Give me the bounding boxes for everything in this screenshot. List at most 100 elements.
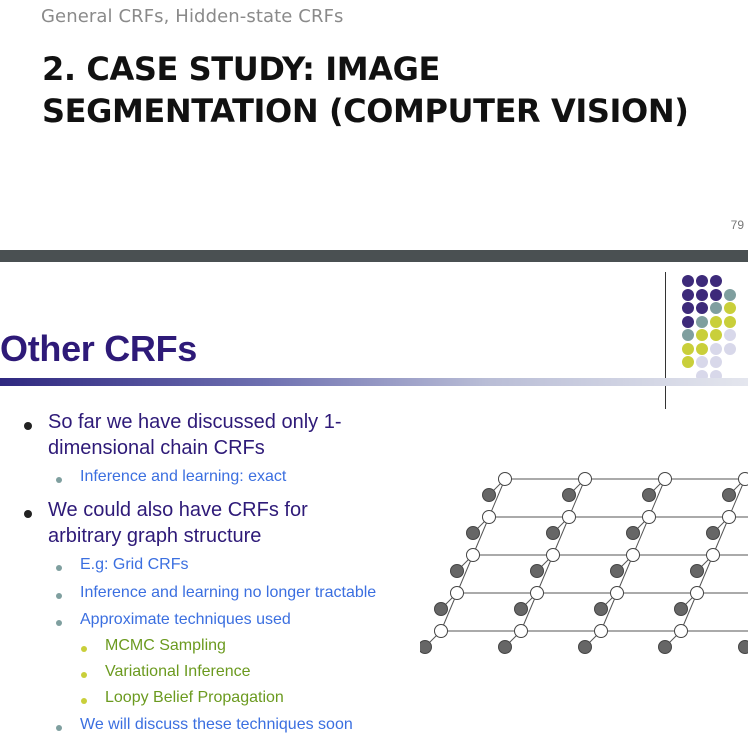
decorative-dot: [710, 342, 722, 355]
hidden-node: [450, 564, 464, 578]
title-line-2: SEGMENTATION (COMPUTER VISION): [42, 92, 689, 130]
observed-node: [674, 624, 688, 638]
bullet-marker: [56, 565, 62, 571]
title-line-1: 2. CASE STUDY: IMAGE: [42, 50, 440, 88]
observed-node: [498, 472, 512, 486]
observed-node: [738, 472, 748, 486]
slide-title: Other CRFs: [0, 328, 198, 369]
bullet-text: Inference and learning no longer tractab…: [80, 584, 377, 601]
decorative-dot: [710, 275, 722, 287]
decorative-dot: [696, 315, 708, 328]
vertical-rule: [665, 272, 666, 409]
hidden-node: [642, 488, 656, 502]
observed-node: [530, 586, 544, 600]
bullet-marker: [24, 510, 32, 518]
hidden-node: [706, 526, 720, 540]
bullet-text: We will discuss these techniques soon: [80, 716, 353, 733]
decorative-dot: [710, 315, 722, 328]
observed-node: [626, 548, 640, 562]
decorative-dot: [724, 288, 736, 301]
observed-node: [722, 510, 736, 524]
bullet-text: Approximate techniques used: [80, 611, 291, 628]
bullet-text: We could also have CRFs for: [48, 499, 308, 521]
hidden-node: [578, 640, 592, 654]
hidden-node: [546, 526, 560, 540]
hidden-node: [562, 488, 576, 502]
decorative-dot: [724, 329, 736, 341]
hidden-node: [514, 602, 528, 616]
decorative-dot: [696, 329, 708, 341]
decorative-dot: [682, 342, 694, 355]
bullet-marker: [56, 593, 62, 599]
slide-separator: [0, 250, 748, 262]
hidden-node: [738, 640, 748, 654]
bullet-text: arbitrary graph structure: [48, 525, 262, 547]
top-slide: General CRFs, Hidden-state CRFs 2. CASE …: [0, 0, 748, 250]
grid-crf-diagram: [420, 472, 748, 654]
observed-node: [706, 548, 720, 562]
observed-node: [658, 472, 672, 486]
hidden-node: [610, 564, 624, 578]
decorative-dot: [682, 302, 694, 314]
hidden-node: [722, 488, 736, 502]
title-underline: [0, 378, 748, 386]
decorative-dot: [724, 342, 736, 355]
hidden-node: [674, 602, 688, 616]
bullet-marker: [56, 725, 62, 731]
hidden-node: [530, 564, 544, 578]
observed-node: [610, 586, 624, 600]
observed-node: [578, 472, 592, 486]
observed-node: [482, 510, 496, 524]
bullet-marker: [81, 646, 87, 652]
observed-node: [450, 586, 464, 600]
observed-node: [434, 624, 448, 638]
breadcrumb: General CRFs, Hidden-state CRFs: [41, 6, 344, 27]
hidden-node: [690, 564, 704, 578]
decorative-dot: [710, 288, 722, 301]
hidden-node: [482, 488, 496, 502]
bullet-marker: [56, 620, 62, 626]
hidden-node: [420, 640, 432, 654]
decorative-dot: [696, 342, 708, 355]
hidden-node: [658, 640, 672, 654]
bullet-text: MCMC Sampling: [105, 637, 226, 654]
bullet-text: Variational Inference: [105, 663, 251, 680]
bullet-marker: [81, 698, 87, 704]
bullet-marker: [81, 672, 87, 678]
hidden-node: [434, 602, 448, 616]
decorative-dot: [682, 315, 694, 328]
decorative-dot: [710, 356, 722, 368]
decorative-dot: [682, 275, 694, 287]
decorative-dot: [696, 302, 708, 314]
bottom-slide: Other CRFs So far we have discussed only…: [0, 262, 748, 753]
hidden-node: [466, 526, 480, 540]
decorative-dot: [682, 356, 694, 368]
bullet-text: E.g: Grid CRFs: [80, 556, 189, 573]
hidden-node: [626, 526, 640, 540]
bullet-marker: [56, 477, 62, 483]
bullet-text: Loopy Belief Propagation: [105, 689, 284, 706]
bullet-marker: [24, 422, 32, 430]
observed-node: [594, 624, 608, 638]
decorative-dot: [696, 288, 708, 301]
decorative-dot: [724, 315, 736, 328]
decorative-dot: [682, 329, 694, 341]
decorative-dot: [696, 356, 708, 368]
decorative-dot: [724, 302, 736, 314]
decorative-dot: [682, 288, 694, 301]
bullet-text: Inference and learning: exact: [80, 468, 287, 485]
observed-node: [466, 548, 480, 562]
decorative-dot: [696, 275, 708, 287]
hidden-node: [498, 640, 512, 654]
decorative-dot-pattern: [682, 275, 746, 387]
observed-node: [690, 586, 704, 600]
decorative-dot: [710, 302, 722, 314]
observed-node: [642, 510, 656, 524]
page-number: 79: [730, 218, 744, 232]
observed-node: [514, 624, 528, 638]
decorative-dot: [710, 329, 722, 341]
bullet-text: So far we have discussed only 1-: [48, 411, 342, 433]
observed-node: [562, 510, 576, 524]
hidden-node: [594, 602, 608, 616]
page-title: 2. CASE STUDY: IMAGE SEGMENTATION (COMPU…: [42, 48, 742, 132]
